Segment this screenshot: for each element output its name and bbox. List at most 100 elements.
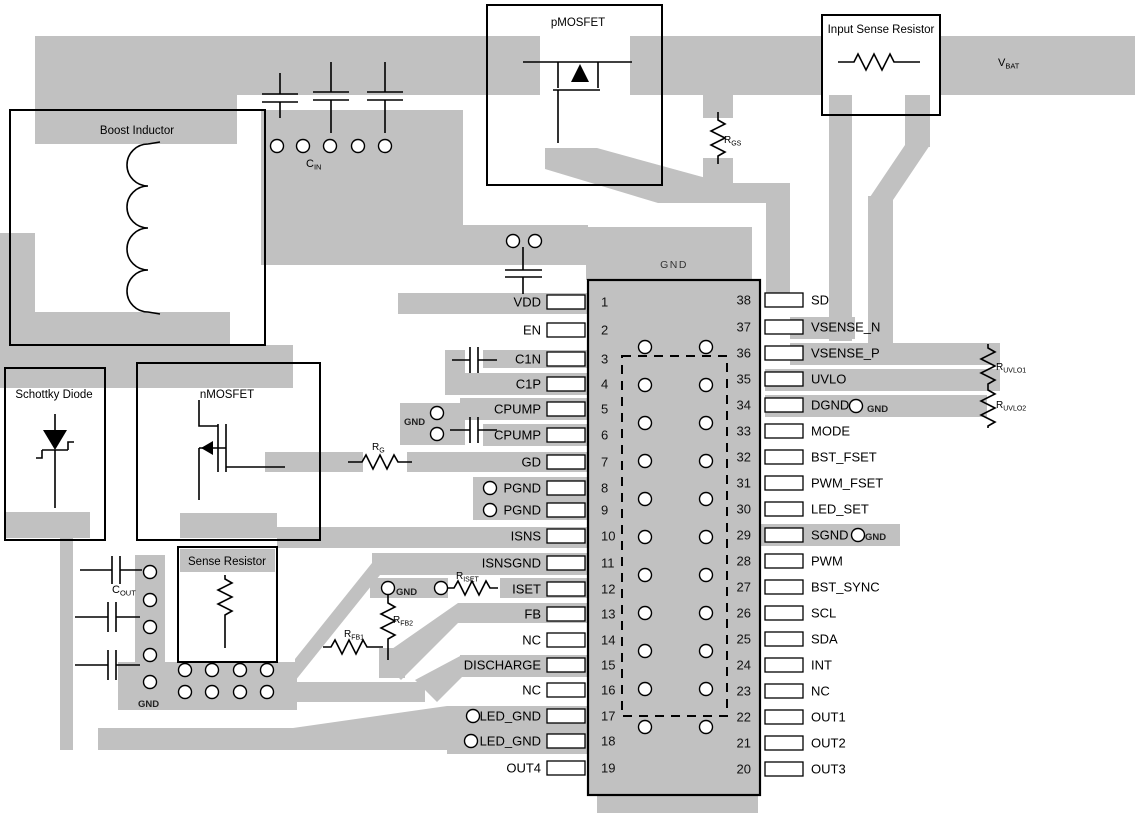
vbat-trace [940,36,1135,95]
pin-pad-left-12 [546,581,586,597]
pmosfet-label: pMOSFET [551,17,605,29]
pin-pad-right-36 [764,345,804,361]
pin-pad-right-23 [764,683,804,699]
via [527,233,543,249]
input-sense-resistor-label: Input Sense Resistor [828,24,935,36]
via [698,453,714,469]
nmosfet-bottom-plane [180,513,277,538]
via [259,662,275,678]
via [698,681,714,697]
via [637,681,653,697]
via [377,138,393,154]
pin-number: 9 [601,503,608,518]
pin-pad-right-27 [764,579,804,595]
nmosfet-box [136,362,321,541]
via [177,684,193,700]
pin-number: 2 [601,323,608,338]
via [465,708,481,724]
pin-pad-left-5 [546,401,586,417]
pin-number: 23 [737,684,751,699]
via [433,580,449,596]
pin-number: 17 [601,709,615,724]
pin-label: UVLO [811,372,846,387]
via [232,662,248,678]
pin-number: 8 [601,481,608,496]
ruvlo1-resistor [979,344,997,388]
schottky-arrow-icon [43,430,67,450]
pin-pad-left-9 [546,502,586,518]
cpump-capacitor [450,417,497,443]
pin-number: 18 [601,734,615,749]
schottky-diode-box [4,367,106,541]
pin-label: NC [522,683,541,698]
via [429,426,445,442]
inductor-top-plane [35,36,237,144]
vsense-p-trace [868,196,893,348]
pin-number: 11 [601,556,615,571]
pin-pad-right-35 [764,371,804,387]
pin-pad-left-7 [546,454,586,470]
isnsgnd-row [372,553,588,575]
via [142,647,158,663]
sense-resistor-symbol [216,575,234,648]
ic-gnd-pad-bottom [597,795,758,813]
via [637,377,653,393]
via [698,415,714,431]
pin-number: 4 [601,377,608,392]
pin-number: 31 [737,476,751,491]
pin-pad-left-14 [546,632,586,648]
pin-number: 13 [601,607,615,622]
pin-label: PWM [811,554,843,569]
pin-pad-right-28 [764,553,804,569]
pin-pad-right-37 [764,319,804,335]
via [637,567,653,583]
ic-gnd-pad-top [586,227,752,280]
boost-inductor-box [9,109,266,346]
via [637,453,653,469]
inductor-symbol [126,141,161,315]
switch-node-plane [12,345,293,388]
rgs-label: RGS [724,135,742,148]
dgnd-row [765,395,987,417]
cin-capacitor [367,62,403,133]
pin-number: 10 [601,529,615,544]
vsense-p-row [790,343,1000,365]
pin-label: DGND [811,398,849,413]
pin-label: INT [811,658,832,673]
isns-row [277,527,588,548]
pin-label: C1P [516,377,541,392]
pin-number: 12 [601,582,615,597]
pin-label: OUT4 [506,761,541,776]
via [637,719,653,735]
via [850,527,866,543]
via [637,491,653,507]
pin-number: 5 [601,402,608,417]
pin-pad-right-21 [764,735,804,751]
pin-number: 38 [737,293,751,308]
pin-number: 22 [737,710,751,725]
sense-resistor-header [180,549,275,572]
via [482,502,498,518]
uvlo-row [765,369,1000,391]
pin-number: 34 [737,398,751,413]
pin-number: 1 [601,295,608,310]
sense-resistor-label: Sense Resistor [188,556,266,568]
pin-number: 24 [737,658,751,673]
pin-label: SD [811,293,829,308]
via [698,377,714,393]
pin-label: OUT1 [811,710,846,725]
rfb2-resistor [379,595,397,660]
cin-label: CIN [306,158,321,172]
cout-capacitor [75,602,140,632]
pin-pad-left-11 [546,555,586,571]
via [142,592,158,608]
via [142,619,158,635]
pin-label: SCL [811,606,836,621]
pin-pad-left-17 [546,708,586,724]
pin-label: CPUMP [494,428,541,443]
via [232,684,248,700]
pin-number: 3 [601,352,608,367]
bottom-band [98,728,293,750]
vsense-n-trace [829,95,852,341]
fb-divider-pad [379,648,405,678]
